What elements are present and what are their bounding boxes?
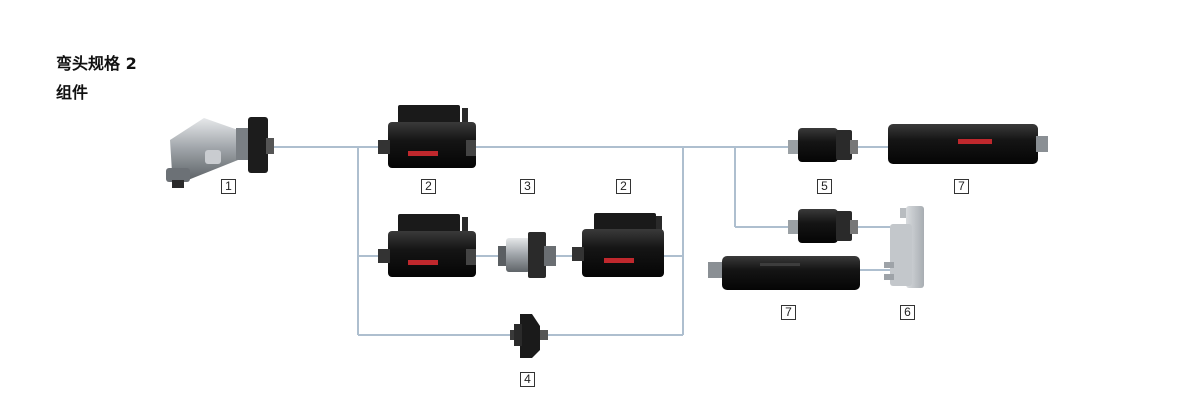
angle-head-icon xyxy=(166,117,274,188)
adapter-branch-icon xyxy=(788,209,858,243)
label-7-bottom: 7 xyxy=(781,305,796,320)
drive-bottom-icon xyxy=(708,256,860,290)
coupling-icon xyxy=(498,232,556,278)
adapter-top-icon xyxy=(788,128,858,162)
motor-right-icon xyxy=(572,213,664,277)
motor-left-icon xyxy=(378,214,476,277)
label-7-top: 7 xyxy=(954,179,969,194)
motor-top-icon xyxy=(378,105,476,168)
drive-top-icon xyxy=(888,124,1048,164)
page-title: 弯头规格 2 xyxy=(56,54,137,73)
knob-icon xyxy=(510,314,548,358)
label-2-right: 2 xyxy=(616,179,631,194)
page-subtitle: 组件 xyxy=(56,83,89,102)
label-2-top: 2 xyxy=(421,179,436,194)
label-1: 1 xyxy=(221,179,236,194)
connection-lines xyxy=(272,146,890,336)
label-4: 4 xyxy=(520,372,535,387)
label-6: 6 xyxy=(900,305,915,320)
terminal-block-icon xyxy=(884,206,924,288)
label-3: 3 xyxy=(520,179,535,194)
label-5: 5 xyxy=(817,179,832,194)
